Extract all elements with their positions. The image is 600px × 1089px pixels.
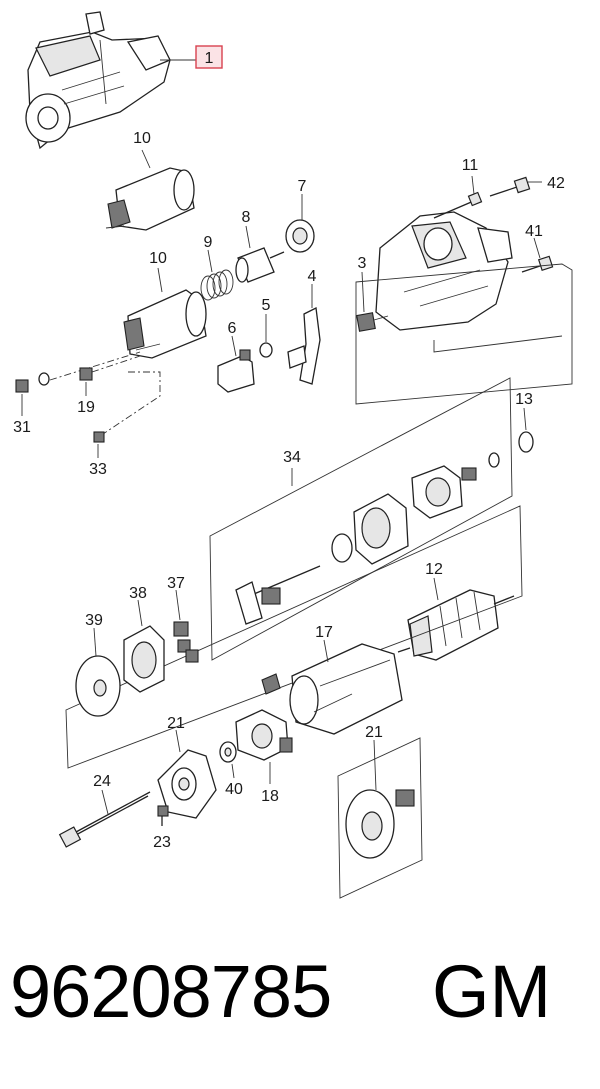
washer-5 [259, 342, 273, 358]
callout-1: 1 [205, 50, 214, 67]
yoke-17 [261, 643, 403, 735]
callout-13: 13 [515, 391, 533, 408]
part-number: 96208785 [10, 950, 332, 1033]
nut-19 [79, 367, 93, 381]
callout-39: 39 [85, 612, 103, 629]
callout-3: 3 [358, 255, 367, 272]
callout-10-top: 10 [133, 130, 151, 147]
callout-box-1 [195, 45, 223, 69]
bolt-41 [521, 255, 554, 273]
callout-37: 37 [167, 575, 185, 592]
callout-7: 7 [298, 178, 307, 195]
solenoid-switch-middle [123, 289, 207, 359]
armature-12 [397, 589, 515, 661]
starter-motor-assembly [25, 11, 171, 150]
spring-9 [200, 269, 234, 301]
seal-7 [285, 219, 315, 253]
solenoid-switch-top [105, 167, 195, 231]
pinion-3 [356, 312, 389, 332]
drive-end-housing [375, 211, 513, 331]
callout-42: 42 [547, 175, 565, 192]
callout-18: 18 [261, 788, 279, 805]
callout-19: 19 [77, 399, 95, 416]
end-housing-21-right [345, 789, 415, 859]
cover-plate-39 [75, 655, 121, 717]
brand-name: GM [432, 950, 552, 1033]
ring-gear-38 [123, 625, 165, 693]
nut-31 [15, 372, 50, 393]
callout-4: 4 [308, 268, 317, 285]
callout-21-left: 21 [167, 715, 185, 732]
bolt-42 [489, 176, 531, 197]
callout-10-middle: 10 [149, 250, 167, 267]
callout-40: 40 [225, 781, 243, 798]
callout-38: 38 [129, 585, 147, 602]
callout-21-right: 21 [365, 724, 383, 741]
callout-8: 8 [242, 209, 251, 226]
callout-34: 34 [283, 449, 301, 466]
callout-12: 12 [425, 561, 443, 578]
callout-24: 24 [93, 773, 111, 790]
callout-5: 5 [262, 297, 271, 314]
seal-13 [488, 431, 534, 468]
callout-31: 31 [13, 419, 31, 436]
bolt-11 [433, 191, 483, 219]
callout-17: 17 [315, 624, 333, 641]
brush-holder-18 [235, 709, 293, 761]
through-bolt-24 [58, 791, 151, 848]
plunger-8 [235, 247, 285, 283]
bearing-40 [219, 741, 237, 763]
callout-9: 9 [204, 234, 213, 251]
planet-gears-37 [173, 621, 199, 663]
planetary-gear-set [235, 465, 477, 625]
shift-lever-4 [287, 307, 321, 385]
callout-23: 23 [153, 834, 171, 851]
callout-11: 11 [462, 157, 479, 174]
callout-33: 33 [89, 461, 107, 478]
rubber-block-6 [217, 349, 255, 393]
callout-6: 6 [228, 320, 237, 337]
callout-41: 41 [525, 223, 543, 240]
nut-33 [93, 431, 105, 443]
screw-23 [157, 805, 169, 826]
